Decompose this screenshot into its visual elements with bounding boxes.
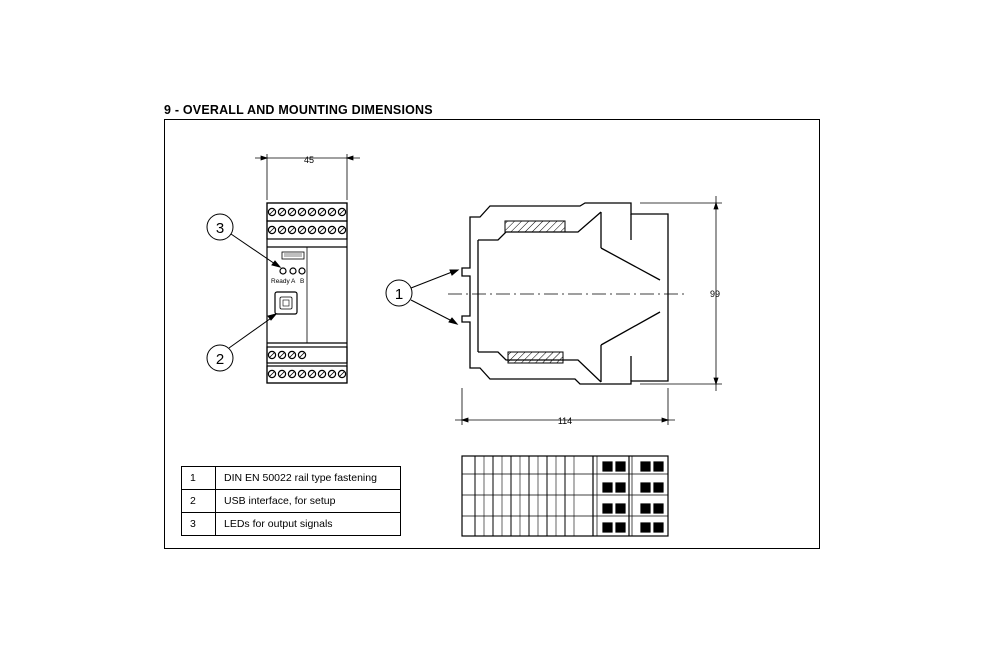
led-ready-icon — [279, 267, 287, 275]
terminal-screw-icon — [307, 207, 317, 217]
terminal-screw-icon — [297, 225, 307, 235]
terminal-icon — [640, 461, 651, 472]
terminal-screw-icon — [317, 225, 327, 235]
terminal-icon — [615, 482, 626, 493]
terminal-icon — [602, 482, 613, 493]
terminal-screw-icon — [337, 207, 347, 217]
usb-port-icon — [274, 291, 298, 315]
depth-dimension — [455, 388, 675, 425]
terminal-screw-icon — [277, 350, 287, 360]
legend-number: 3 — [181, 512, 216, 536]
terminal-screw-icon — [307, 369, 317, 379]
legend-description: USB interface, for setup — [215, 489, 401, 513]
terminal-screw-icon — [337, 369, 347, 379]
height-dimension-label: 99 — [710, 289, 720, 299]
terminal-screw-icon — [327, 207, 337, 217]
terminal-icon — [602, 503, 613, 514]
terminal-screw-icon — [307, 225, 317, 235]
terminal-screw-icon — [297, 369, 307, 379]
terminal-screw-icon — [267, 369, 277, 379]
terminal-screw-icon — [267, 225, 277, 235]
terminal-icon — [602, 522, 613, 533]
top-terminal-row — [267, 207, 347, 217]
terminal-screw-icon — [337, 225, 347, 235]
led-label-a: A — [291, 278, 296, 285]
terminal-icon — [640, 503, 651, 514]
depth-dimension-label: 114 — [558, 416, 572, 426]
callout-3 — [206, 213, 282, 268]
callout-1-label: 1 — [395, 286, 403, 303]
led-label-ready: Ready — [271, 278, 291, 285]
top-view — [461, 455, 669, 537]
width-dimension-label: 45 — [304, 155, 314, 165]
terminal-screw-icon — [287, 369, 297, 379]
bottom-terminal-row — [267, 350, 307, 360]
callout-2 — [206, 313, 278, 372]
top-terminal-row-2 — [267, 225, 347, 235]
terminal-icon — [653, 522, 664, 533]
terminal-icon — [653, 482, 664, 493]
terminal-screw-icon — [327, 369, 337, 379]
callout-1 — [385, 269, 460, 325]
side-view — [448, 196, 722, 425]
terminal-screw-icon — [317, 207, 327, 217]
legend-number: 1 — [181, 466, 216, 490]
terminal-screw-icon — [297, 207, 307, 217]
led-b-icon — [298, 267, 306, 275]
terminal-screw-icon — [267, 207, 277, 217]
terminal-screw-icon — [287, 225, 297, 235]
terminal-icon — [615, 522, 626, 533]
terminal-screw-icon — [327, 225, 337, 235]
terminal-screw-icon — [277, 369, 287, 379]
terminal-icon — [640, 522, 651, 533]
section-title: 9 - OVERALL AND MOUNTING DIMENSIONS — [164, 103, 433, 117]
height-dimension — [640, 196, 722, 391]
led-label-b: B — [300, 278, 304, 285]
callout-2-label: 2 — [216, 351, 224, 368]
bottom-terminal-row-2 — [267, 369, 347, 379]
terminal-screw-icon — [287, 207, 297, 217]
terminal-screw-icon — [277, 207, 287, 217]
terminal-screw-icon — [267, 350, 277, 360]
terminal-icon — [615, 461, 626, 472]
drawing-frame — [164, 119, 820, 549]
callout-3-label: 3 — [216, 220, 224, 237]
front-view: 45 — [255, 154, 360, 384]
legend-description: DIN EN 50022 rail type fastening — [215, 466, 401, 490]
terminal-screw-icon — [317, 369, 327, 379]
terminal-icon — [653, 461, 664, 472]
width-dimension — [255, 154, 360, 200]
legend-number: 2 — [181, 489, 216, 513]
terminal-icon — [640, 482, 651, 493]
terminal-icon — [615, 503, 626, 514]
terminal-screw-icon — [287, 350, 297, 360]
terminal-icon — [602, 461, 613, 472]
terminal-screw-icon — [297, 350, 307, 360]
led-a-icon — [289, 267, 297, 275]
terminal-icon — [653, 503, 664, 514]
legend-description: LEDs for output signals — [215, 512, 401, 536]
terminal-screw-icon — [277, 225, 287, 235]
